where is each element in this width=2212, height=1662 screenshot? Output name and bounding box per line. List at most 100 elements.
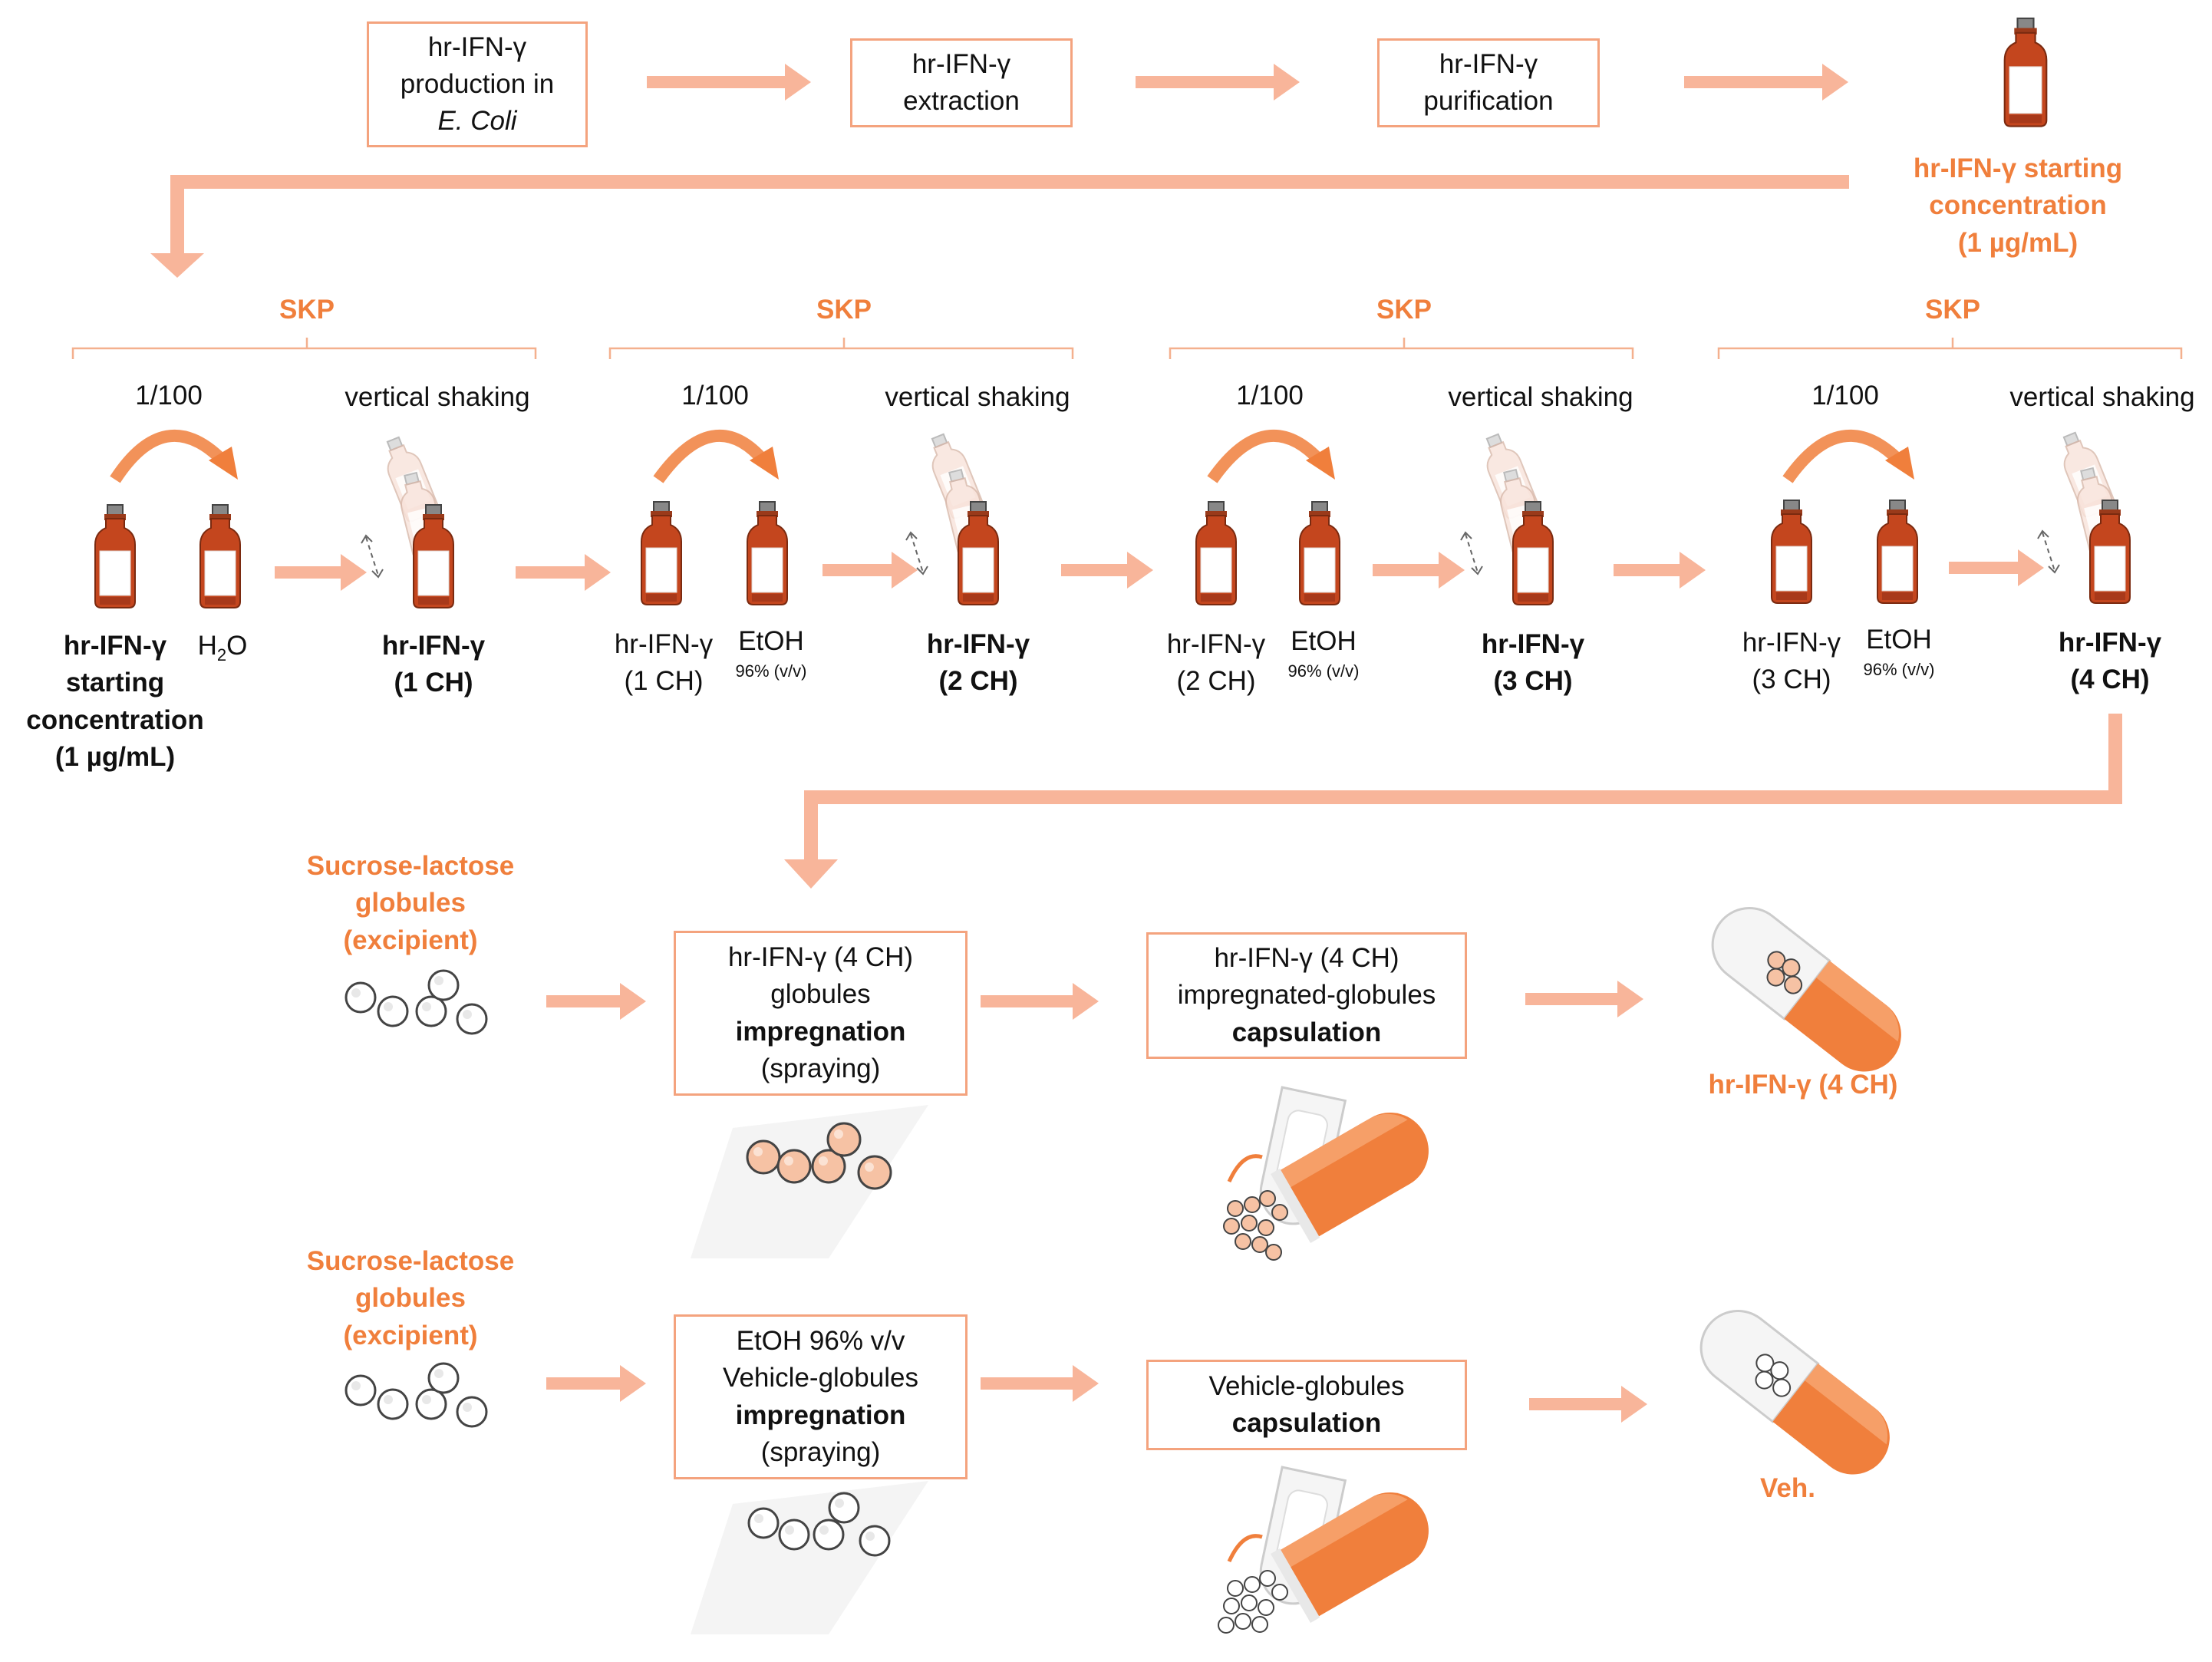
shaking-label-4: vertical shaking <box>2009 382 2195 412</box>
starting-line3: (1 µg/mL) <box>1957 227 2078 258</box>
arrow-excipient-to-impregnation-1 <box>546 983 646 1020</box>
skp-bracket-4 <box>1717 338 2183 359</box>
sprayed-globules-icon <box>691 1105 928 1258</box>
skp-bracket-2 <box>608 338 1074 359</box>
arrow-result1-to-stage2 <box>516 554 611 591</box>
shaking-vial-icon <box>2038 429 2130 603</box>
stage2-solvent-note: 96% (v/v) <box>735 661 807 681</box>
dilution-label-3: 1/100 <box>1236 381 1304 411</box>
shaking-vial-icon <box>361 434 453 608</box>
dilution-label-1: 1/100 <box>135 381 203 411</box>
skp-label-2: SKP <box>816 295 872 325</box>
excipient-line3: (excipient) <box>343 925 478 955</box>
arrow-excipient-to-impregnation-2 <box>546 1365 646 1402</box>
excipient-label-2: Sucrose-lactose globules (excipient) <box>292 1243 529 1354</box>
open-capsule-icon <box>1218 1466 1429 1634</box>
vial-icon <box>747 501 788 605</box>
excipient-label-1: Sucrose-lactose globules (excipient) <box>292 848 529 959</box>
arrow-stage1-to-result1 <box>275 554 367 591</box>
vial-icon <box>94 504 136 608</box>
skp-label-4: SKP <box>1925 295 1980 325</box>
stage3-result-line2: (3 CH) <box>1493 666 1573 697</box>
stage4-solvent-note: 96% (v/v) <box>1863 660 1935 680</box>
impregnation-treated-line3: impregnation <box>735 1016 906 1047</box>
shaking-vial-icon <box>906 430 998 605</box>
stage1-source-label: hr-IFN-γ starting concentration (1 µg/mL… <box>8 628 223 776</box>
excipient-line2: globules <box>355 888 466 918</box>
curved-dilution-arrows <box>110 429 1914 483</box>
sprayed-globules-icon <box>691 1481 928 1634</box>
capsulation-treated-line2: impregnated-globules <box>1177 980 1436 1011</box>
arrow-capsulation-to-product-1 <box>1525 981 1643 1017</box>
impregnation-box-vehicle: EtOH 96% v/v Vehicle-globules impregnati… <box>674 1314 968 1479</box>
connector-arrow-top-to-skp <box>150 175 1849 278</box>
capsule-icon <box>1711 907 1901 1072</box>
curved-arrow-icon <box>653 429 779 483</box>
vial-icon <box>1771 500 1812 604</box>
capsule-icon <box>1699 1310 1890 1475</box>
arrow-result2-to-stage3 <box>1061 552 1153 589</box>
connector-arrow-4ch-to-globules <box>784 714 2122 889</box>
arrow-production-to-extraction <box>647 64 811 101</box>
skp-bracket-3 <box>1169 338 1634 359</box>
purification-line1: hr-IFN-γ <box>1439 48 1538 79</box>
globules-icon <box>344 969 488 1035</box>
shaking-label-3: vertical shaking <box>1448 382 1633 412</box>
impregnation-treated-line2: globules <box>770 979 871 1010</box>
stage4-source-line2: (3 CH) <box>1752 664 1831 695</box>
extraction-line1: hr-IFN-γ <box>912 48 1011 79</box>
arrow-stage4-to-result4 <box>1949 549 2044 586</box>
vial-icon <box>1877 500 1918 604</box>
stage2-result-line2: (2 CH) <box>938 666 1018 697</box>
stage4-solvent: EtOH <box>1866 625 1932 655</box>
capsulation-box-vehicle: Vehicle-globules capsulation <box>1146 1360 1467 1450</box>
stage1-source-line3: concentration <box>26 704 204 735</box>
stage1-result-label: hr-IFN-γ (1 CH) <box>357 628 510 702</box>
product-label-vehicle: Veh. <box>1760 1473 1815 1503</box>
impregnation-box-treated: hr-IFN-γ (4 CH) globules impregnation (s… <box>674 931 968 1096</box>
impregnation-vehicle-line1: EtOH 96% v/v <box>736 1325 905 1356</box>
stage3-solvent-note: 96% (v/v) <box>1287 661 1360 681</box>
capsulation-box-treated: hr-IFN-γ (4 CH) impregnated-globules cap… <box>1146 932 1467 1059</box>
stage2-source-line1: hr-IFN-γ <box>614 629 714 659</box>
stage2-source-label: hr-IFN-γ (1 CH) <box>595 626 733 701</box>
excipient2-line1: Sucrose-lactose <box>306 1246 515 1276</box>
arrow-extraction-to-purification <box>1136 64 1300 101</box>
starting-concentration-label: hr-IFN-γ starting concentration (1 µg/mL… <box>1872 150 2164 262</box>
impregnation-vehicle-line3: impregnation <box>735 1400 906 1430</box>
arrow-impregnation-to-capsulation-2 <box>981 1365 1099 1402</box>
production-box: hr-IFN-γ production in E. Coli <box>367 21 588 147</box>
stage4-source-label: hr-IFN-γ (3 CH) <box>1722 625 1861 699</box>
starting-line2: concentration <box>1929 190 2107 221</box>
stage4-result-label: hr-IFN-γ (4 CH) <box>2033 625 2187 699</box>
stage1-result-line2: (1 CH) <box>394 668 473 698</box>
stage2-result-line1: hr-IFN-γ <box>926 629 1030 659</box>
vial-icon <box>1299 501 1340 605</box>
curved-arrow-icon <box>1207 430 1335 483</box>
solvent-o: O <box>226 631 248 661</box>
vial-icon <box>199 504 241 608</box>
stage1-result-line1: hr-IFN-γ <box>381 631 486 661</box>
capsulation-treated-line3: capsulation <box>1231 1017 1382 1047</box>
stage2-result-label: hr-IFN-γ (2 CH) <box>902 626 1055 701</box>
stage4-source-line1: hr-IFN-γ <box>1742 628 1841 658</box>
dilution-label-2: 1/100 <box>681 381 749 411</box>
stage2-solvent: EtOH <box>738 626 804 656</box>
skp-label-3: SKP <box>1376 295 1432 325</box>
impregnation-vehicle-line4: (spraying) <box>760 1436 881 1467</box>
excipient-line1: Sucrose-lactose <box>306 851 515 881</box>
arrow-stage2-to-result2 <box>822 552 918 589</box>
impregnation-treated-line4: (spraying) <box>760 1053 881 1083</box>
excipient2-line2: globules <box>355 1283 466 1314</box>
production-line3: E. Coli <box>437 106 517 137</box>
curved-arrow-icon <box>1782 430 1914 483</box>
extraction-line2: extraction <box>903 86 1020 116</box>
product-label-treated: hr-IFN-γ (4 CH) <box>1708 1070 1898 1100</box>
stage3-source-line2: (2 CH) <box>1176 666 1256 697</box>
impregnation-vehicle-line2: Vehicle-globules <box>723 1363 918 1393</box>
arrow-stage3-to-result3 <box>1373 552 1465 589</box>
stage1-source-line2: starting <box>65 668 165 698</box>
stage1-solvent-label: H2O <box>184 628 261 667</box>
capsulation-treated-line1: hr-IFN-γ (4 CH) <box>1214 943 1399 974</box>
skp-brackets <box>71 338 2183 359</box>
